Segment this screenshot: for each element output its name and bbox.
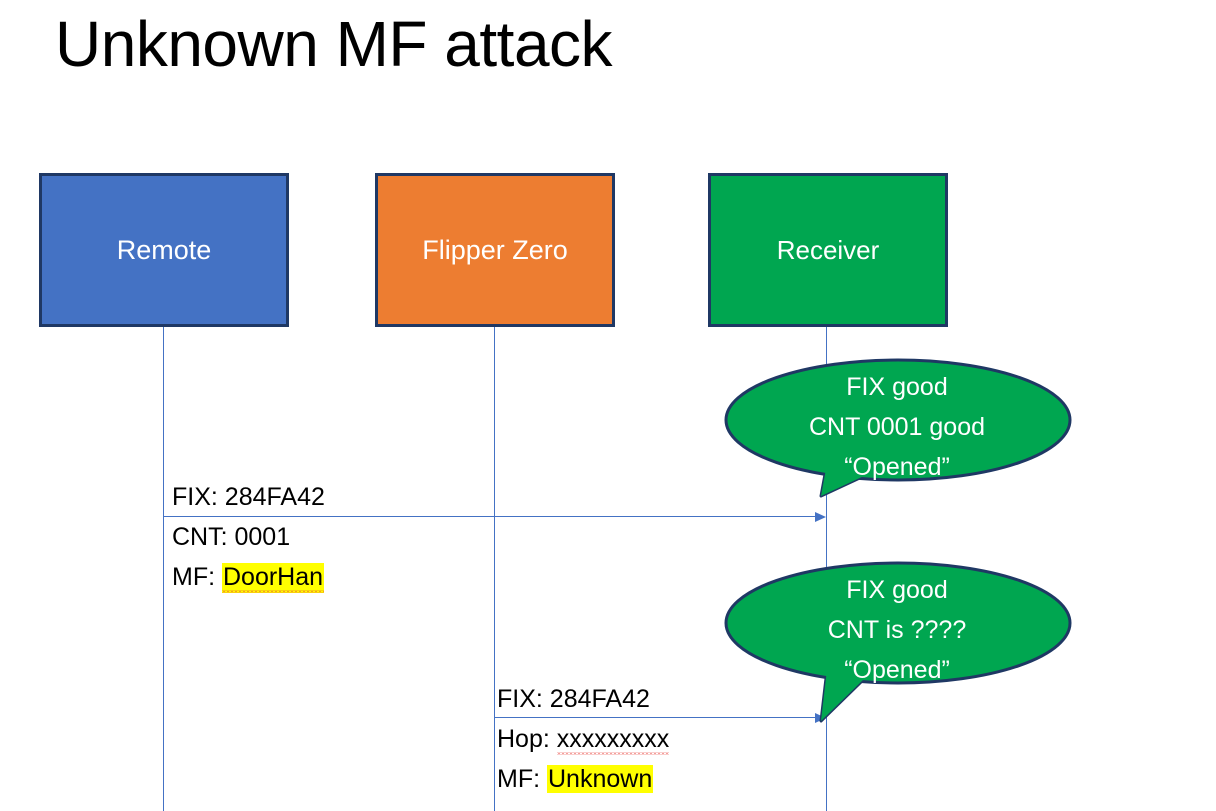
page-title: Unknown MF attack — [55, 8, 613, 80]
message-line: FIX: 284FA42 — [172, 477, 325, 517]
callout-shape — [724, 358, 1072, 498]
message-line-value-highlighted: DoorHan — [223, 563, 324, 591]
message-line-prefix: CNT: — [172, 523, 235, 551]
message-line-prefix: FIX: — [172, 483, 225, 511]
callout-ellipse — [724, 358, 1072, 482]
callout-bubble-receiver-first[interactable]: FIX good CNT 0001 good “Opened” — [724, 358, 1074, 520]
lifeline-flipper — [494, 327, 495, 811]
callout-shape — [724, 561, 1072, 723]
message-line-value: xxxxxxxxx — [556, 725, 670, 753]
actor-label-receiver: Receiver — [776, 234, 880, 265]
callout-ellipse — [724, 561, 1072, 685]
arrow-shaft — [495, 717, 818, 718]
message-line: CNT: 0001 — [172, 517, 325, 557]
message-line-prefix: FIX: — [497, 685, 550, 713]
callout-tail-fill — [821, 661, 864, 721]
actor-box-remote[interactable]: Remote — [39, 173, 289, 327]
actor-box-receiver[interactable]: Receiver — [708, 173, 948, 327]
message-arrow-remote-to-receiver — [164, 512, 826, 522]
arrow-head-icon — [815, 512, 826, 522]
message-line: MF: Unknown — [497, 759, 669, 799]
actor-label-flipper-zero: Flipper Zero — [422, 234, 568, 265]
message-line-prefix: MF: — [497, 765, 547, 793]
message-line-prefix: MF: — [172, 563, 222, 591]
callout-tail-fill — [821, 458, 864, 496]
message-line-prefix: Hop: — [497, 725, 557, 753]
actor-label-remote: Remote — [116, 234, 212, 265]
message-line: Hop: xxxxxxxxx — [497, 719, 670, 759]
callout-bubble-receiver-second[interactable]: FIX good CNT is ???? “Opened” — [724, 561, 1074, 723]
message-line-value: 284FA42 — [549, 685, 650, 713]
message-line: MF: DoorHan — [172, 557, 325, 597]
message-line-value-highlighted: Unknown — [547, 765, 654, 793]
message-line-value: 284FA42 — [224, 483, 325, 511]
message-line: FIX: 284FA42 — [497, 679, 669, 719]
message-line-value: 0001 — [234, 523, 291, 551]
message-label-flipper: FIX: 284FA42 Hop: xxxxxxxxx MF: Unknown — [497, 679, 670, 799]
arrow-shaft — [164, 516, 818, 517]
lifeline-remote — [163, 327, 164, 811]
actor-box-flipper-zero[interactable]: Flipper Zero — [375, 173, 615, 327]
message-label-remote: FIX: 284FA42 CNT: 0001 MF: DoorHan — [172, 477, 325, 597]
